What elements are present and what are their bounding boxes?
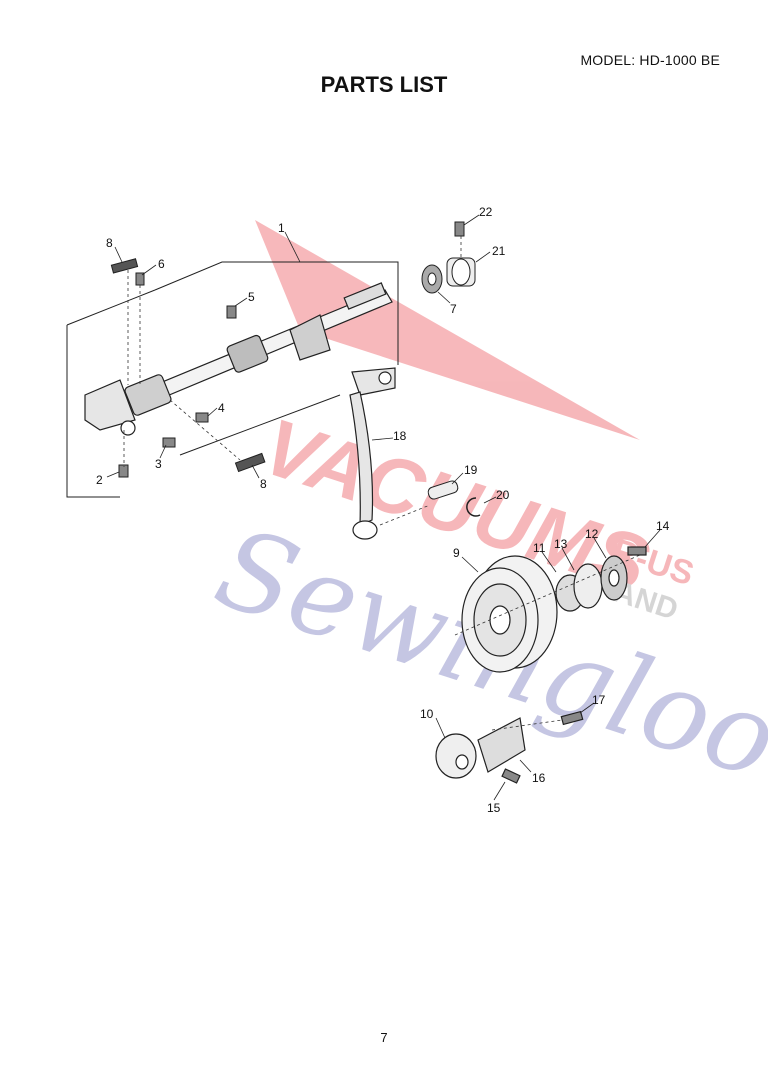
callout-12: 12 <box>585 527 599 541</box>
callout-8-bottom: 8 <box>260 477 267 491</box>
callout-9: 9 <box>453 546 460 560</box>
callout-6: 6 <box>158 257 165 271</box>
page-title: PARTS LIST <box>320 72 448 97</box>
timing-pulley <box>461 546 647 673</box>
assembly-lines <box>123 236 641 731</box>
callout-13: 13 <box>554 537 568 551</box>
callout-17: 17 <box>592 693 606 707</box>
callout-3: 3 <box>155 457 162 471</box>
callout-4: 4 <box>218 401 225 415</box>
callout-5: 5 <box>248 290 255 304</box>
callout-14: 14 <box>656 519 670 533</box>
connecting-rod <box>349 367 396 540</box>
callout-18: 18 <box>393 429 407 443</box>
small-parts <box>110 221 481 517</box>
upper-shaft <box>84 282 393 436</box>
callout-labels: 1 2 3 4 5 6 7 8 8 9 10 11 12 13 14 15 16… <box>96 205 670 815</box>
model-number: MODEL: HD-1000 BE <box>580 52 720 68</box>
watermark-logo: VACUUMS R-US AND Sewingloo <box>202 220 768 804</box>
leader-lines <box>106 214 661 801</box>
callout-16: 16 <box>532 771 546 785</box>
callout-21: 21 <box>492 244 506 258</box>
callout-10: 10 <box>420 707 434 721</box>
callout-2: 2 <box>96 473 103 487</box>
callout-1: 1 <box>278 221 285 235</box>
callout-19: 19 <box>464 463 478 477</box>
page-number: 7 <box>380 1030 388 1045</box>
callout-20: 20 <box>496 488 510 502</box>
callout-7: 7 <box>450 302 457 316</box>
callout-22: 22 <box>479 205 493 219</box>
assembly-frame <box>66 261 399 498</box>
cam-assembly <box>435 710 584 784</box>
callout-8-top: 8 <box>106 236 113 250</box>
callout-15: 15 <box>487 801 501 815</box>
callout-11: 11 <box>533 541 546 555</box>
